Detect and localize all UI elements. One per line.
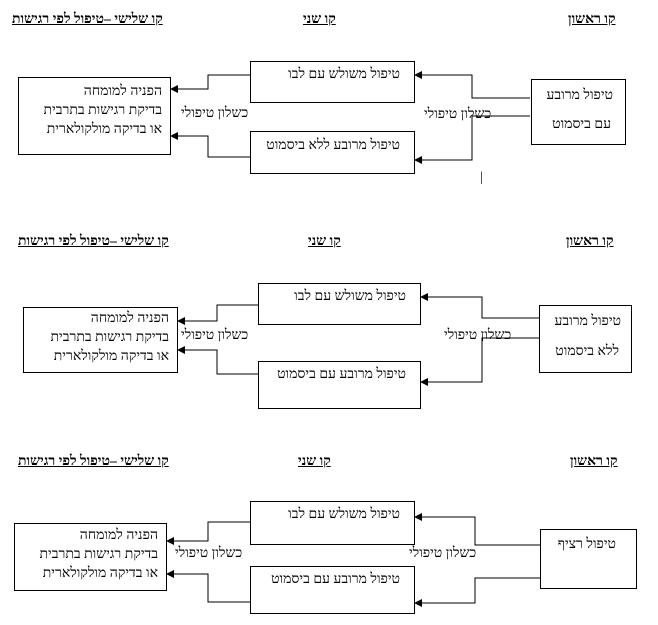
second-line-top-box: טיפול משולש עם לבו [250,501,415,545]
arrow-start-to-bottom [414,577,540,607]
second-line-top-text: טיפול משולש עם לבו [294,289,406,304]
start-treatment-box: טיפול מרובע עם ביסמוט [531,79,626,145]
arrow-bottom-to-referral [177,346,258,375]
second-line-top-box: טיפול משולש עם לבו [250,61,415,103]
header-first-line: קו ראשון [570,454,618,469]
failure-label-left: כשלון טיפולי [181,106,249,121]
header-third-line: קו שלישי –טיפול לפי רגישות [18,454,169,469]
referral-line2: בדיקת רגישות בתרבית [43,103,162,118]
referral-line2: בדיקת רגישות בתרבית [50,330,169,345]
referral-line1: הפניה למומחה [79,528,158,543]
second-line-bottom-box: טיפול מרובע ללא ביסמוט [250,131,415,174]
arrow-top-to-referral [170,74,250,93]
start-treatment-line1: טיפול רציף [557,537,616,552]
header-second-line: קו שני [308,234,341,249]
second-line-top-box: טיפול משולש עם לבו [258,283,421,325]
header-third-line: קו שלישי –טיפול לפי רגישות [18,234,169,249]
header-second-line: קו שני [298,454,331,469]
referral-box: הפניה למומחה בדיקת רגישות בתרבית או בדיק… [18,77,171,155]
header-first-line: קו ראשון [568,12,616,27]
start-treatment-line2: ללא ביסמוט [555,344,619,359]
referral-line3: או בדיקה מולקולארית [46,122,162,137]
referral-box: הפניה למומחה בדיקת רגישות בתרבית או בדיק… [23,307,178,373]
header-second-line: קו שני [303,12,336,27]
referral-line2: בדיקת רגישות בתרבית [39,547,158,562]
second-line-bottom-text: טיפול מרובע עם ביסמוט [271,572,400,587]
referral-box: הפניה למומחה בדיקת רגישות בתרבית או בדיק… [14,523,167,591]
arrow-top-to-referral [166,521,250,545]
header-first-line: קו ראשון [566,234,614,249]
start-treatment-line1: טיפול מרובע [554,314,621,329]
second-line-top-text: טיפול משולש עם לבו [288,507,400,522]
second-line-bottom-text: טיפול מרובע ללא ביסמוט [266,138,400,153]
arrow-start-to-top [414,71,530,99]
failure-label-left: כשלון טיפולי [181,328,249,343]
referral-line1: הפניה למומחה [83,84,162,99]
stray-mark: | [480,170,483,185]
arrow-start-to-top [420,293,539,319]
start-treatment-line2: עם ביסמוט [552,117,611,132]
arrow-bottom-to-referral [170,132,250,158]
arrow-start-to-bottom [420,337,539,386]
failure-label-right: כשלון טיפולי [424,107,492,122]
second-line-top-text: טיפול משולש עם לבו [288,67,400,82]
referral-line1: הפניה למומחה [90,311,169,326]
failure-label-right: כשלון טיפולי [409,546,477,561]
failure-label-right: כשלון טיפולי [444,328,512,343]
arrow-start-to-top [414,513,540,546]
start-treatment-line1: טיפול מרובע [546,88,613,103]
start-treatment-box: טיפול מרובע ללא ביסמוט [539,305,632,373]
header-third-line: קו שלישי –טיפול לפי רגישות [12,12,163,27]
second-line-bottom-text: טיפול מרובע עם ביסמוט [277,367,406,382]
failure-label-left: כשלון טיפולי [175,546,243,561]
arrow-top-to-referral [177,304,258,325]
second-line-bottom-box: טיפול מרובע עם ביסמוט [250,566,415,614]
second-line-bottom-box: טיפול מרובע עם ביסמוט [258,361,421,409]
referral-line3: או בדיקה מולקולארית [42,566,158,581]
arrow-bottom-to-referral [166,570,250,603]
start-treatment-box: טיפול רציף [540,529,637,589]
referral-line3: או בדיקה מולקולארית [53,349,169,364]
